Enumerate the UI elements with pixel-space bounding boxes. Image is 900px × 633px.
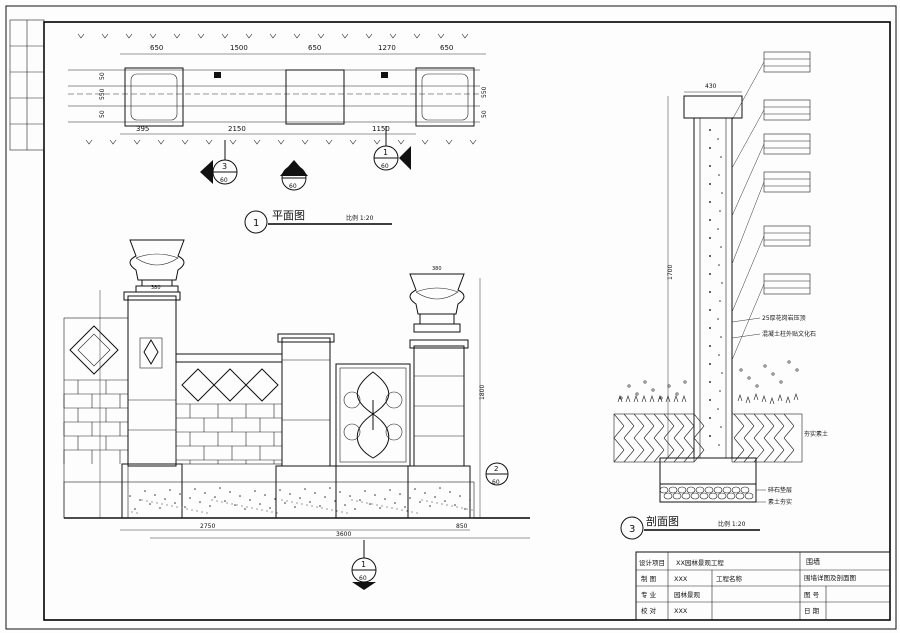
tb-label-no: 图 号 — [804, 591, 820, 599]
svg-text:60: 60 — [289, 183, 297, 190]
drawing-frame — [43, 21, 891, 621]
plan-dim-bottom-1: 2150 — [228, 125, 246, 133]
plan-title-number: 1 — [253, 218, 259, 229]
tb-right-title2: 围墙详图及剖面图 — [804, 573, 856, 582]
section-ground-hatch — [613, 413, 803, 463]
elev-dim-bottom-0: 2750 — [200, 523, 215, 530]
section-marker-b: 1 60 — [280, 160, 308, 191]
section-soil-planting — [617, 360, 799, 405]
plan-dim-left-1: 550 — [99, 88, 106, 100]
section-title-circle — [620, 516, 644, 540]
elev-urn-dim: 380 — [151, 285, 161, 291]
elev-dim-bottom-1: 850 — [456, 523, 468, 530]
svg-text:60: 60 — [492, 479, 500, 486]
plan-view: 650 1500 650 1270 650 395 2150 1150 50 5… — [68, 33, 488, 234]
svg-text:1: 1 — [291, 168, 296, 177]
plan-dim-top-2: 650 — [308, 44, 321, 52]
binding-strip — [9, 19, 45, 151]
tb-major-value: 园林景观 — [674, 590, 701, 599]
plan-scale: 比例 1:20 — [346, 214, 374, 222]
plan-pier-left — [124, 67, 184, 127]
section-note-0: 25厚花岗岩压顶 — [762, 314, 806, 322]
plan-dim-right-0: 550 — [481, 86, 488, 98]
svg-text:1: 1 — [383, 148, 388, 157]
section-title-number: 3 — [629, 524, 635, 535]
elevation-base-stone — [63, 481, 475, 519]
svg-text:3: 3 — [222, 162, 227, 171]
urn-right: 380 — [409, 266, 465, 333]
svg-text:60: 60 — [220, 177, 228, 184]
tb-label-proof: 校 对 — [641, 606, 657, 615]
plan-dim-right-1: 50 — [481, 110, 488, 118]
plan-title: 平面图 — [272, 209, 305, 222]
section-marker-a: 3 60 — [200, 140, 238, 185]
tb-label-date: 日 期 — [804, 607, 820, 615]
tb-design-value: XX园林景观工程 — [676, 558, 724, 567]
svg-text:2: 2 — [494, 465, 498, 473]
elevation-bottom-mark: 1 60 — [351, 540, 377, 590]
tb-drawing-value: XXX — [674, 575, 688, 583]
elevation-section-mark: 2 60 — [485, 462, 509, 486]
section-bottom-note-0: 碎石垫层 — [768, 486, 792, 494]
svg-text:60: 60 — [381, 163, 389, 170]
elevation-wall-left — [63, 317, 129, 519]
section-bottom-note-1: 素土夯实 — [768, 498, 792, 506]
plan-dim-left-0: 50 — [99, 72, 106, 80]
tb-drawing-value2: 工程名称 — [716, 574, 743, 583]
section-marker-c: 1 60 — [373, 126, 411, 171]
tb-label-design: 设计项目 — [639, 558, 665, 567]
section-height-dim: 1700 — [667, 265, 674, 280]
tb-label-major: 专 业 — [641, 590, 657, 599]
sheet-border — [5, 5, 897, 630]
plan-dim-bottom-2: 1150 — [372, 125, 390, 133]
tb-proof-value: XXX — [674, 607, 688, 615]
title-block: 设计项目 XX园林景观工程 制 图 XXX 工程名称 专 业 园林景观 校 对 … — [635, 551, 891, 621]
plan-dim-top-3: 1270 — [378, 44, 396, 52]
section-top-dim: 430 — [705, 83, 717, 90]
plan-pier-right — [415, 67, 475, 127]
svg-text:60: 60 — [359, 575, 367, 582]
section-note-1: 混凝土柱外贴文化石 — [762, 330, 816, 338]
plan-dim-top-4: 650 — [440, 44, 453, 52]
urn-left: 380 — [129, 239, 185, 293]
plan-title-circle — [244, 210, 268, 234]
section-view: 430 1700 25厚花岗岩压顶 混凝土柱外贴文化石 夯实素土 碎石垫层 — [613, 51, 828, 540]
tb-label-drawing: 制 图 — [641, 574, 656, 583]
section-note-right: 夯实素土 — [804, 430, 828, 438]
elev-dim-height: 1800 — [479, 385, 486, 400]
svg-text:1: 1 — [361, 560, 366, 569]
plan-dim-left-2: 50 — [99, 110, 106, 118]
elev-dim-overall: 3600 — [336, 531, 351, 538]
section-note-tags — [731, 51, 811, 361]
plan-dim-top-0: 650 — [150, 44, 163, 52]
plan-dim-bottom-0: 395 — [136, 125, 149, 133]
plan-dim-top-1: 1500 — [230, 44, 248, 52]
elevation-view: 380 — [63, 239, 530, 590]
tb-right-title1: 围墙 — [806, 557, 820, 566]
section-scale: 比例 1:20 — [718, 520, 746, 528]
plan-pier-center — [285, 69, 345, 125]
section-title: 剖面图 — [646, 514, 679, 528]
elev-right-urn-dim: 380 — [432, 266, 442, 272]
ornamental-gate — [335, 363, 411, 467]
plan-grid-ticks — [77, 33, 477, 145]
